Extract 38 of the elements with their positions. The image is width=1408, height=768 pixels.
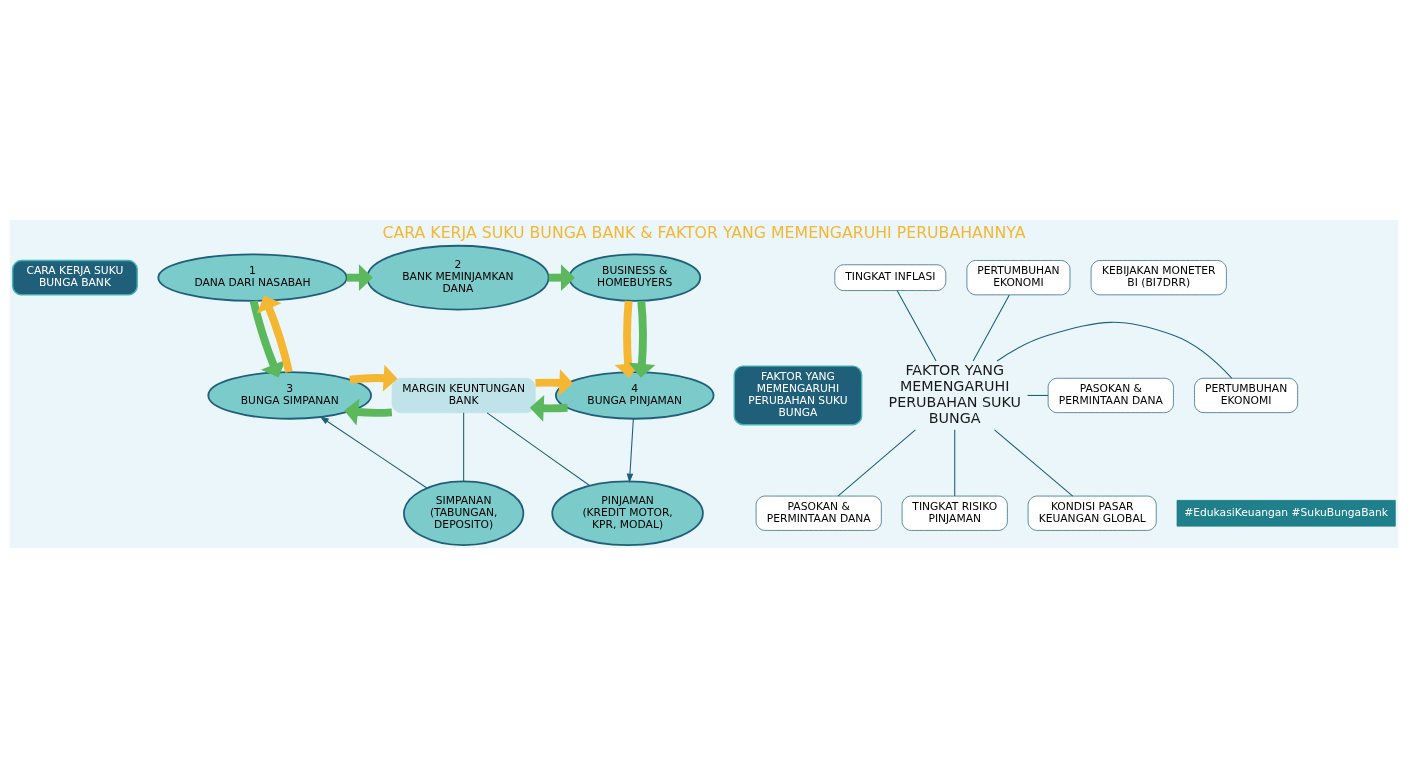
node-box: KONDISI PASAR KEUANGAN GLOBAL [1027,495,1157,531]
node-box: FAKTOR YANG MEMENGARUHI PERUBAHAN SUKU BUNGA [733,365,863,426]
node-ellipse: 2 BANK MEMINJAMKAN DANA [366,244,550,311]
connector [972,294,1010,362]
connector [954,429,956,497]
node-text: FAKTOR YANG MEMENGARUHI PERUBAHAN SUKU BUNGA [888,362,1021,426]
arrow [249,300,286,378]
connector [463,412,465,482]
connector [896,290,937,362]
node-box: KEBIJAKAN MONETER BI (BI7DRR) [1090,260,1227,296]
arrow [349,364,398,392]
label: #EdukasiKeuangan #SukuBungaBank [1184,505,1389,519]
connector [993,429,1074,497]
arrow [319,416,428,489]
node-box: TINGKAT INFLASI [834,264,947,291]
node-box: PASOKAN & PERMINTAAN DANA [755,495,882,531]
arrow [529,394,568,422]
node-ellipse: PINJAMAN (KREDIT MOTOR, KPR, MODAL) [551,480,704,547]
node-ellipse: 1 DANA DARI NASABAH [157,253,348,302]
node-box: PERTUMBUHAN EKONOMI [966,260,1071,296]
connector [1027,394,1049,396]
node-box: PASOKAN & PERMINTAAN DANA [1047,377,1174,413]
arrow [256,295,293,373]
arrow [535,369,574,397]
arrow [344,398,393,426]
node-box: CARA KERJA SUKU BUNGA BANK [11,259,138,296]
arrow [628,300,656,378]
node-ellipse: BUSINESS & HOMEBUYERS [568,253,702,302]
connector [486,412,591,487]
node-box: TINGKAT RISIKO PINJAMAN [901,495,1008,531]
diagram-title: CARA KERJA SUKU BUNGA BANK & FAKTOR YANG MEMENGARUHI PERUBAHANNYA [382,223,1026,243]
arrow [626,418,634,483]
node-box: MARGIN KEUNTUNGAN BANK [391,377,536,413]
node-box: PERTUMBUHAN EKONOMI [1194,377,1298,413]
node-ellipse: 3 BUNGA SIMPANAN [207,371,372,420]
node-ellipse: SIMPANAN (TABUNGAN, DEPOSITO) [403,480,525,547]
connector [996,321,1233,379]
connector [837,429,916,497]
